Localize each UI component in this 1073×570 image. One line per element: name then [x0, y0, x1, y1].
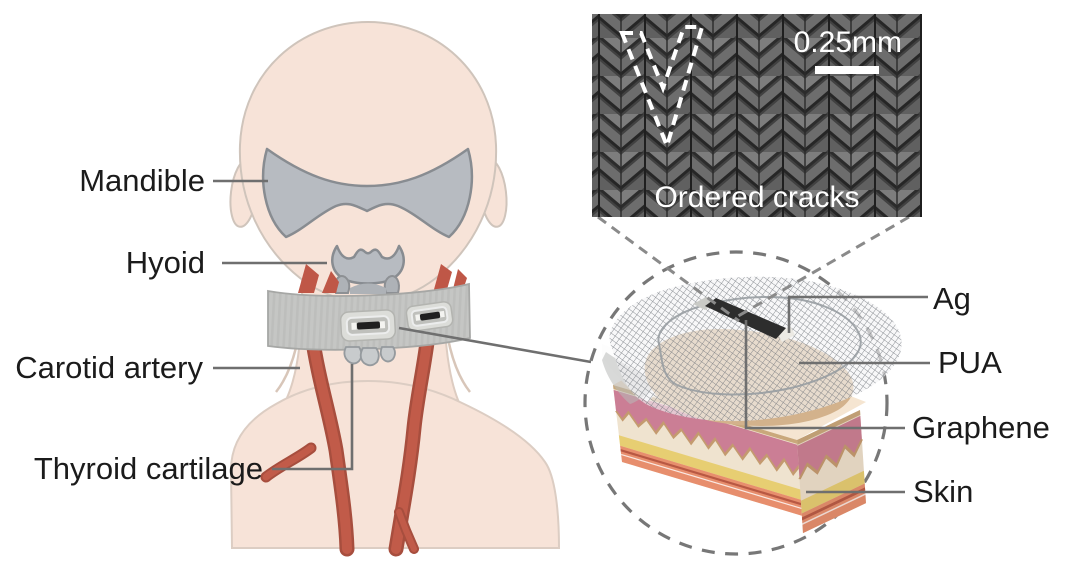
- leader-lines: [213, 179, 930, 494]
- dashed-magnifier-circle: [583, 250, 889, 556]
- label-ag: Ag: [933, 281, 971, 316]
- leader-thyroid-cartilage: [272, 364, 354, 471]
- skin-side-face: [797, 410, 866, 534]
- sem-image: [592, 14, 922, 217]
- anatomy-illustration: [229, 20, 561, 557]
- label-carotid-artery: Carotid artery: [15, 350, 203, 385]
- head: [229, 20, 508, 304]
- magnified-view: [583, 250, 902, 556]
- leader-ag: [787, 295, 928, 333]
- mandible-bone: [261, 147, 474, 239]
- label-mandible: Mandible: [79, 163, 205, 198]
- left-sensor-patch: [339, 309, 397, 342]
- scale-bar: [815, 66, 879, 74]
- leader-sensor-to-circle: [398, 326, 592, 364]
- sem-scale-text: 0.25mm: [793, 26, 902, 59]
- ordered-crack-outline: [619, 25, 705, 153]
- carotid-artery-right: [388, 327, 436, 557]
- label-pua: PUA: [938, 345, 1002, 380]
- right-sensor-patch: [405, 301, 454, 332]
- sem-callout-lines: [597, 215, 910, 323]
- label-skin: Skin: [913, 474, 974, 509]
- label-thyroid-cartilage: Thyroid cartilage: [33, 451, 263, 486]
- sem-caption: Ordered cracks: [654, 181, 860, 214]
- label-hyoid: Hyoid: [125, 245, 205, 280]
- carotid-artery-left: [260, 327, 355, 557]
- fat-layer: [618, 435, 805, 501]
- graphene-strip: [705, 298, 786, 339]
- label-graphene: Graphene: [912, 410, 1050, 445]
- hyoid-bone: [331, 244, 405, 285]
- leader-graphene: [744, 320, 905, 430]
- cricoid-rings: [343, 346, 396, 367]
